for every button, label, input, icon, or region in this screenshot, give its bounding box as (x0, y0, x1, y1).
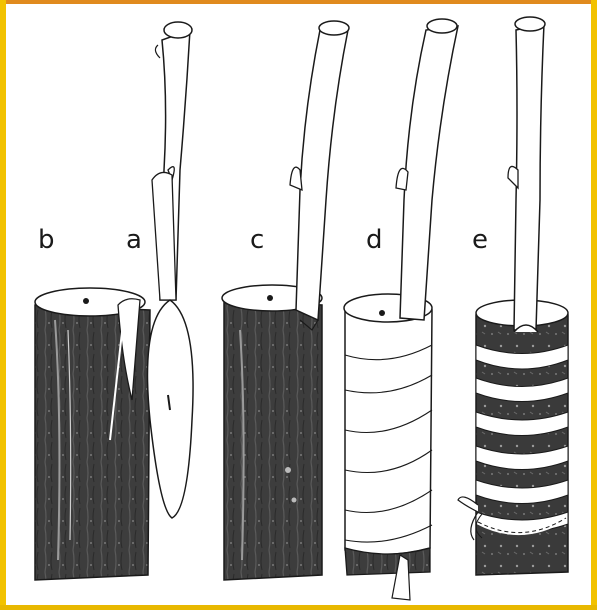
graft-e (458, 17, 568, 575)
scion-a (148, 22, 194, 518)
scion-d (400, 26, 458, 320)
graft-c (222, 21, 349, 580)
scion-a-top-cut (164, 22, 192, 38)
bottom-border (0, 605, 597, 610)
label-d: d (366, 225, 383, 255)
scion-d-bud (396, 168, 408, 190)
label-b: b (38, 225, 55, 255)
scion-c (296, 30, 348, 320)
label-e: e (472, 225, 488, 255)
graft-d (344, 19, 458, 600)
stock-b (35, 288, 150, 580)
stock-b-pith (83, 298, 89, 304)
label-c: c (250, 225, 264, 255)
left-border (0, 0, 6, 610)
top-border (0, 0, 597, 4)
stock-c-pith (267, 295, 273, 301)
right-border (591, 0, 597, 610)
scion-c-bud (290, 167, 302, 190)
label-a: a (126, 225, 142, 255)
twine-knot-e (458, 497, 478, 512)
scion-e-bud (508, 166, 518, 188)
